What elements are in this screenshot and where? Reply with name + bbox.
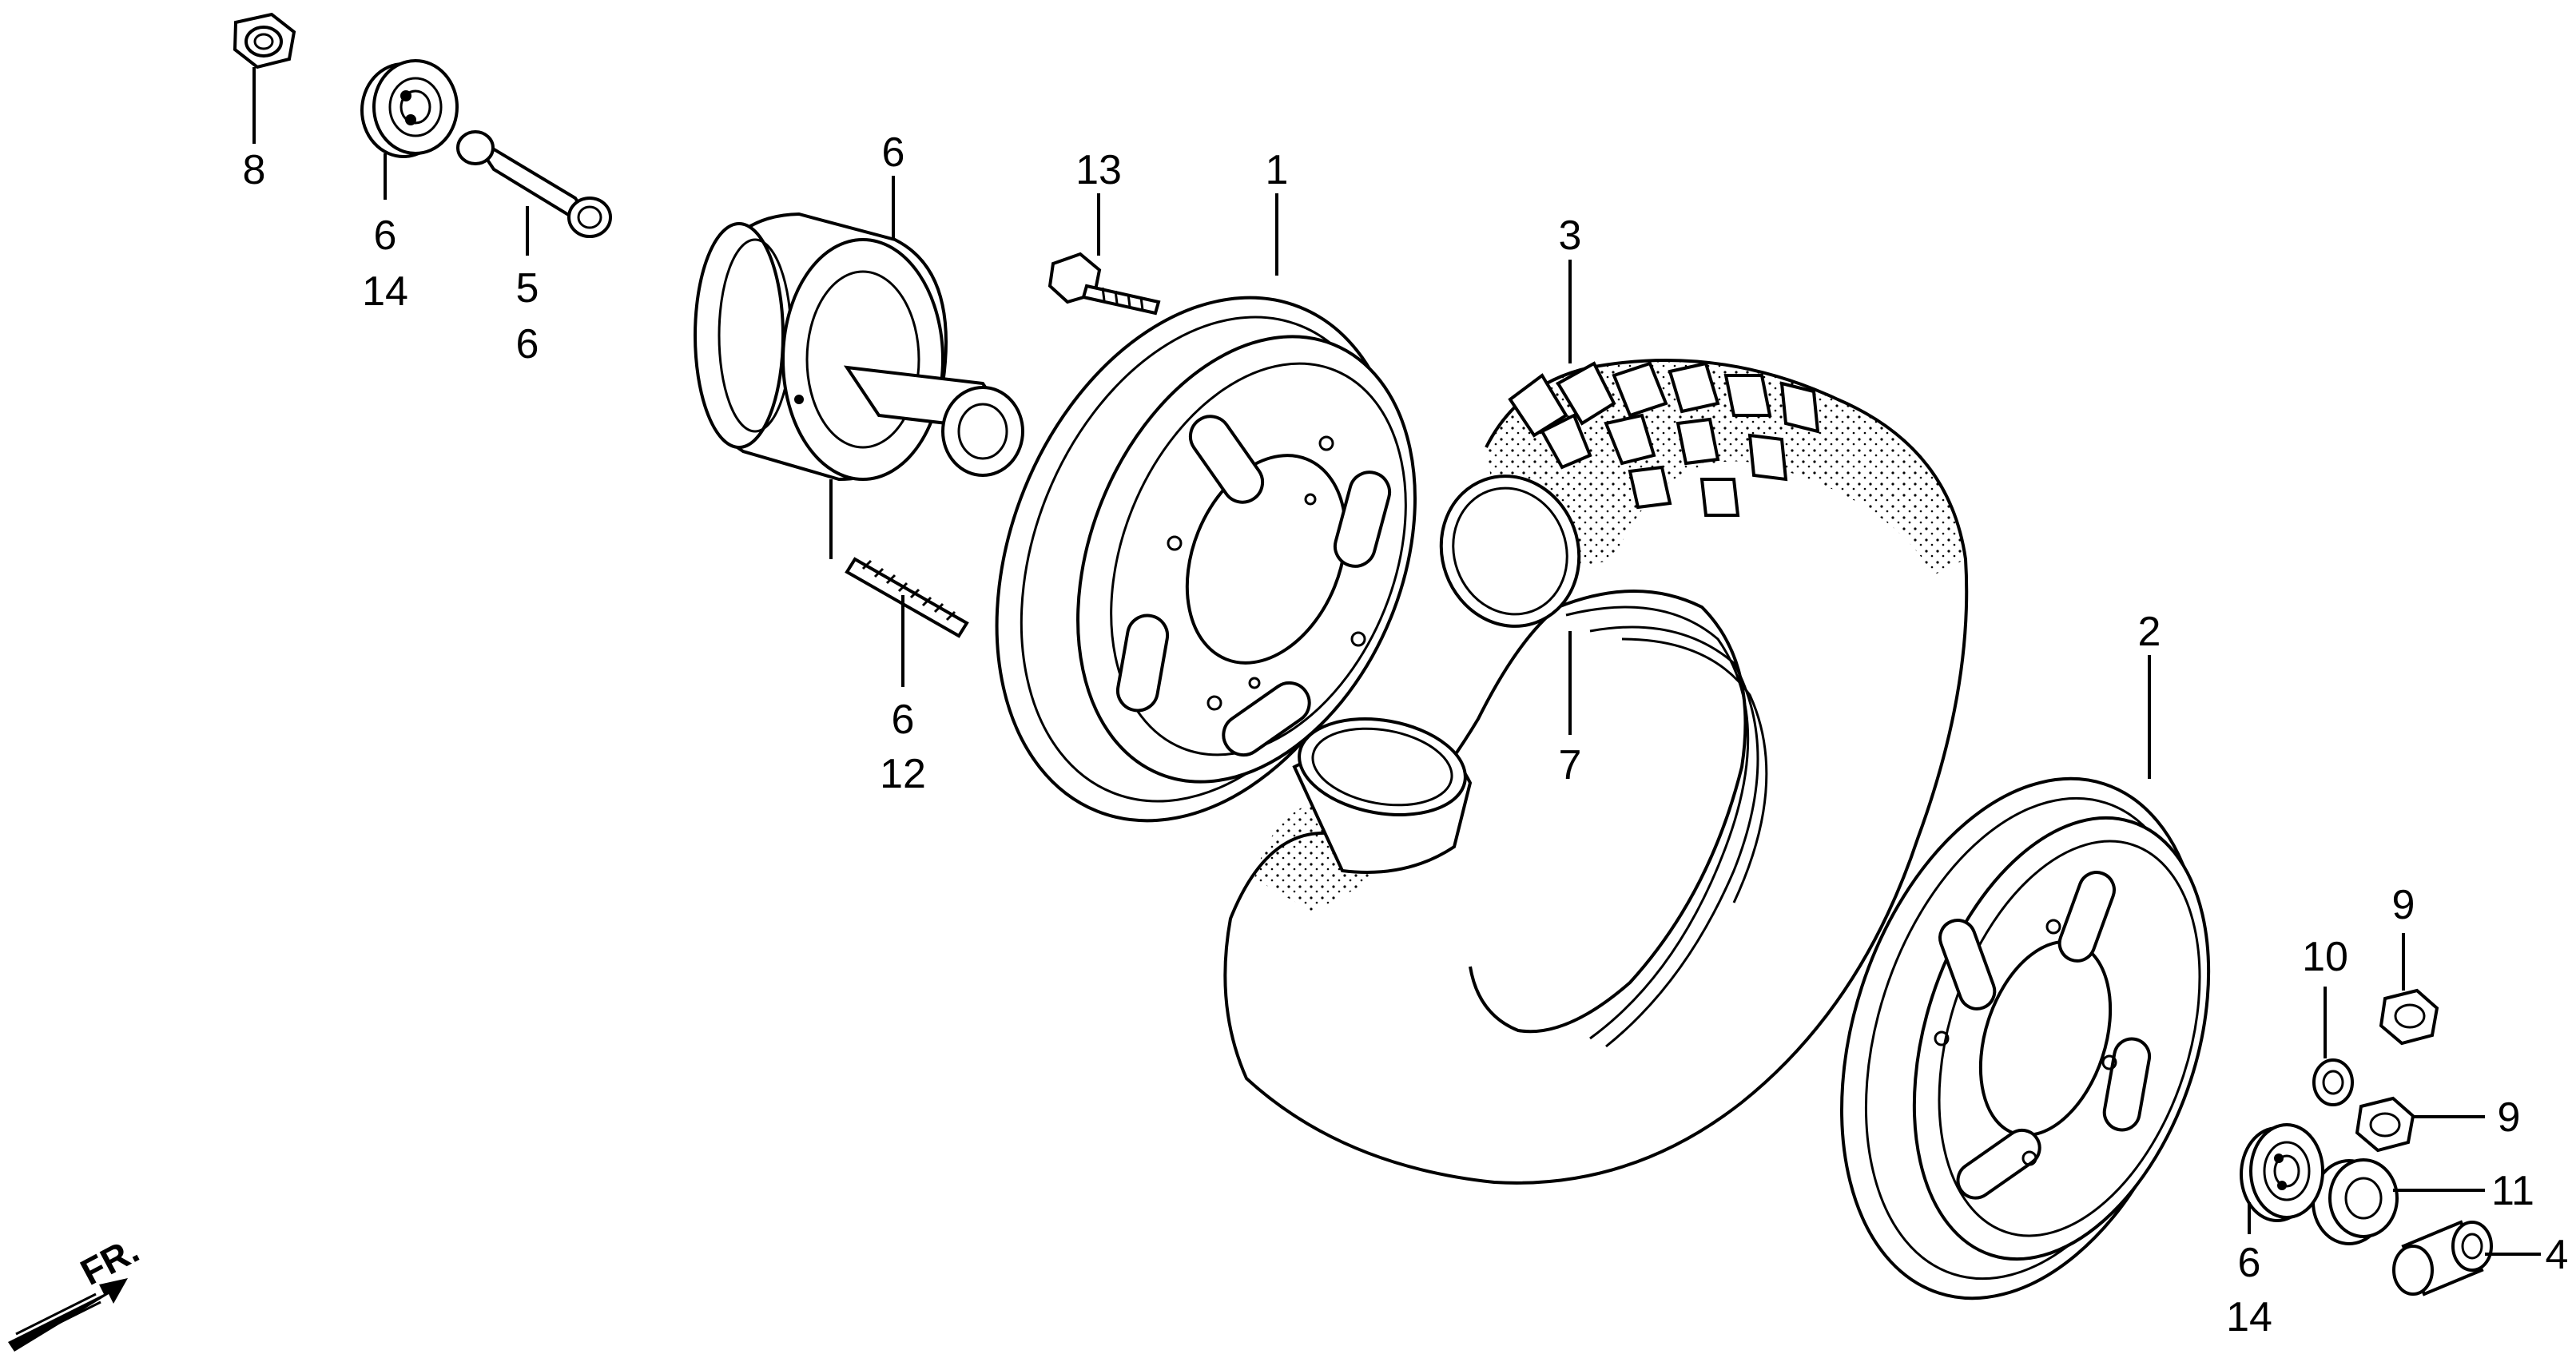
front-direction-arrow: FR. — [8, 1229, 145, 1352]
fr-label: FR. — [74, 1229, 145, 1293]
stud-bolt-12 — [845, 557, 969, 687]
callout-6-bottom: 6 — [2238, 1240, 2261, 1286]
bolt-13 — [1047, 193, 1161, 316]
callout-12: 12 — [880, 751, 926, 797]
rim-half-2 — [1840, 655, 2211, 1300]
callout-14-bottom: 14 — [2226, 1294, 2272, 1340]
callout-5: 5 — [516, 265, 539, 312]
callout-9-lower: 9 — [2498, 1094, 2521, 1141]
callout-10: 10 — [2302, 934, 2348, 980]
washer-10 — [2312, 987, 2354, 1106]
nut-9-upper — [2379, 933, 2439, 1046]
bearing-6-14-bottom — [2240, 1123, 2324, 1234]
spacer-4 — [2392, 1220, 2541, 1296]
callout-2: 2 — [2138, 609, 2161, 655]
callout-3: 3 — [1559, 212, 1582, 259]
callout-6-stud: 6 — [892, 697, 915, 743]
wheel-hub — [694, 176, 1024, 559]
callout-8: 8 — [243, 147, 266, 193]
spacer-tube-5 — [456, 130, 612, 256]
rim-half-1 — [995, 193, 1417, 823]
callout-1: 1 — [1266, 147, 1289, 193]
bearing-6-14-top — [360, 59, 459, 200]
callout-11: 11 — [2491, 1168, 2534, 1214]
callout-6-top: 6 — [374, 212, 397, 259]
collar-11 — [2312, 1158, 2485, 1245]
nut-8 — [233, 12, 296, 144]
callout-13: 13 — [1075, 147, 1122, 193]
tire-3 — [1223, 260, 1969, 1185]
callout-6-hub: 6 — [882, 129, 905, 176]
callout-7: 7 — [1559, 742, 1582, 788]
callout-9-upper: 9 — [2392, 882, 2415, 928]
callout-6-tube: 6 — [516, 321, 539, 367]
callout-14-top: 14 — [362, 268, 408, 315]
callout-4: 4 — [2546, 1232, 2569, 1278]
nut-9-lower — [2355, 1096, 2485, 1153]
